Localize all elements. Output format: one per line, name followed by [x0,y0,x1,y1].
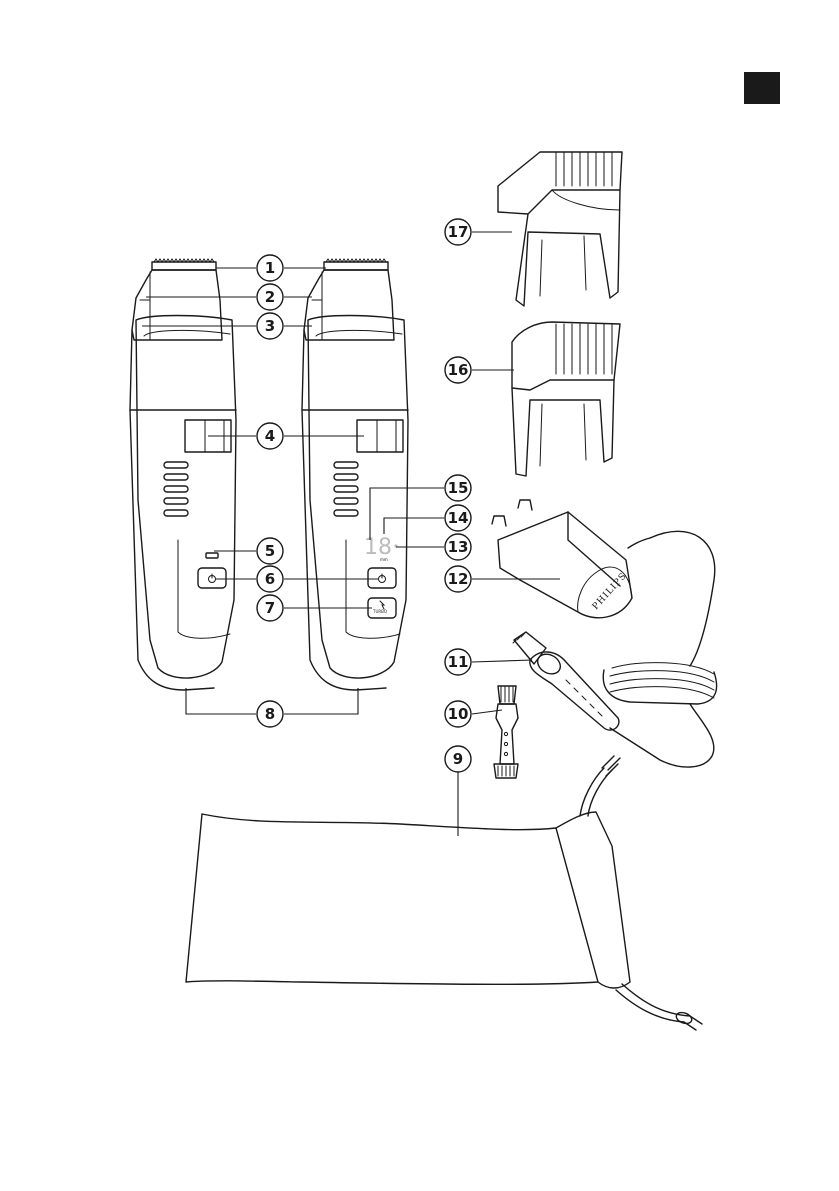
callout-number: 5 [265,542,275,560]
callout-badge-14: 14 [444,504,472,532]
trimmer-left [129,258,237,691]
display-digits: 18 [364,535,392,560]
comb-short [511,321,621,477]
trimmer-right: 18 mm TURBO [301,258,409,691]
battery-indicator-left [205,552,219,559]
comb-long [497,151,623,307]
trimmer-head-left [131,269,223,341]
callout-badge-2: 2 [256,283,284,311]
callout-badge-6: 6 [256,565,284,593]
callout-number: 11 [448,653,469,671]
callout-number: 12 [448,570,469,588]
turbo-button [367,597,397,619]
callout-number: 14 [448,509,469,527]
storage-pouch [185,755,703,1031]
blade-teeth-left [151,258,217,271]
callout-badge-7: 7 [256,594,284,622]
vent-grille-left [163,461,189,517]
callout-badge-1: 1 [256,254,284,282]
comb-short-ridges [555,323,613,375]
callout-badge-13: 13 [444,533,472,561]
callout-badge-4: 4 [256,422,284,450]
callout-badge-15: 15 [444,474,472,502]
callout-badge-8: 8 [256,700,284,728]
trimmer-head-right [303,269,395,341]
cable-coil [602,662,718,705]
callout-badge-12: 12 [444,565,472,593]
display-unit: mm [380,557,388,562]
turbo-label: TURBO [372,609,387,614]
callout-badge-11: 11 [444,648,472,676]
callout-number: 6 [265,570,275,588]
power-button-right [367,567,397,589]
trimmer-body-right [307,314,409,679]
callout-number: 9 [453,750,463,768]
cleaning-brush [493,685,519,779]
trimmer-head-tool [512,631,620,731]
callout-badge-17: 17 [444,218,472,246]
callout-badge-5: 5 [256,537,284,565]
callout-number: 16 [448,361,469,379]
leader-lines [142,231,560,836]
callout-number: 2 [265,288,275,306]
callout-number: 10 [448,705,469,723]
callout-badge-10: 10 [444,700,472,728]
adapter: PHILIPS [491,499,718,768]
length-display: 18 mm [364,535,398,562]
adapter-cable [649,530,716,667]
callout-badge-16: 16 [444,356,472,384]
callout-number: 1 [265,259,275,277]
blade-teeth-right [323,258,389,271]
power-button-left [197,567,227,589]
callout-badge-9: 9 [444,745,472,773]
callout-number: 4 [265,427,275,445]
vent-grille-right [333,461,359,517]
callout-number: 7 [265,599,275,617]
callout-number: 15 [448,479,469,497]
callout-number: 17 [448,223,469,241]
corner-marker [744,72,780,104]
comb-long-ridges [555,151,613,187]
trimmer-body-left [135,314,237,679]
callout-number: 13 [448,538,469,556]
callout-number: 8 [265,705,275,723]
callout-number: 3 [265,317,275,335]
callout-badge-3: 3 [256,312,284,340]
